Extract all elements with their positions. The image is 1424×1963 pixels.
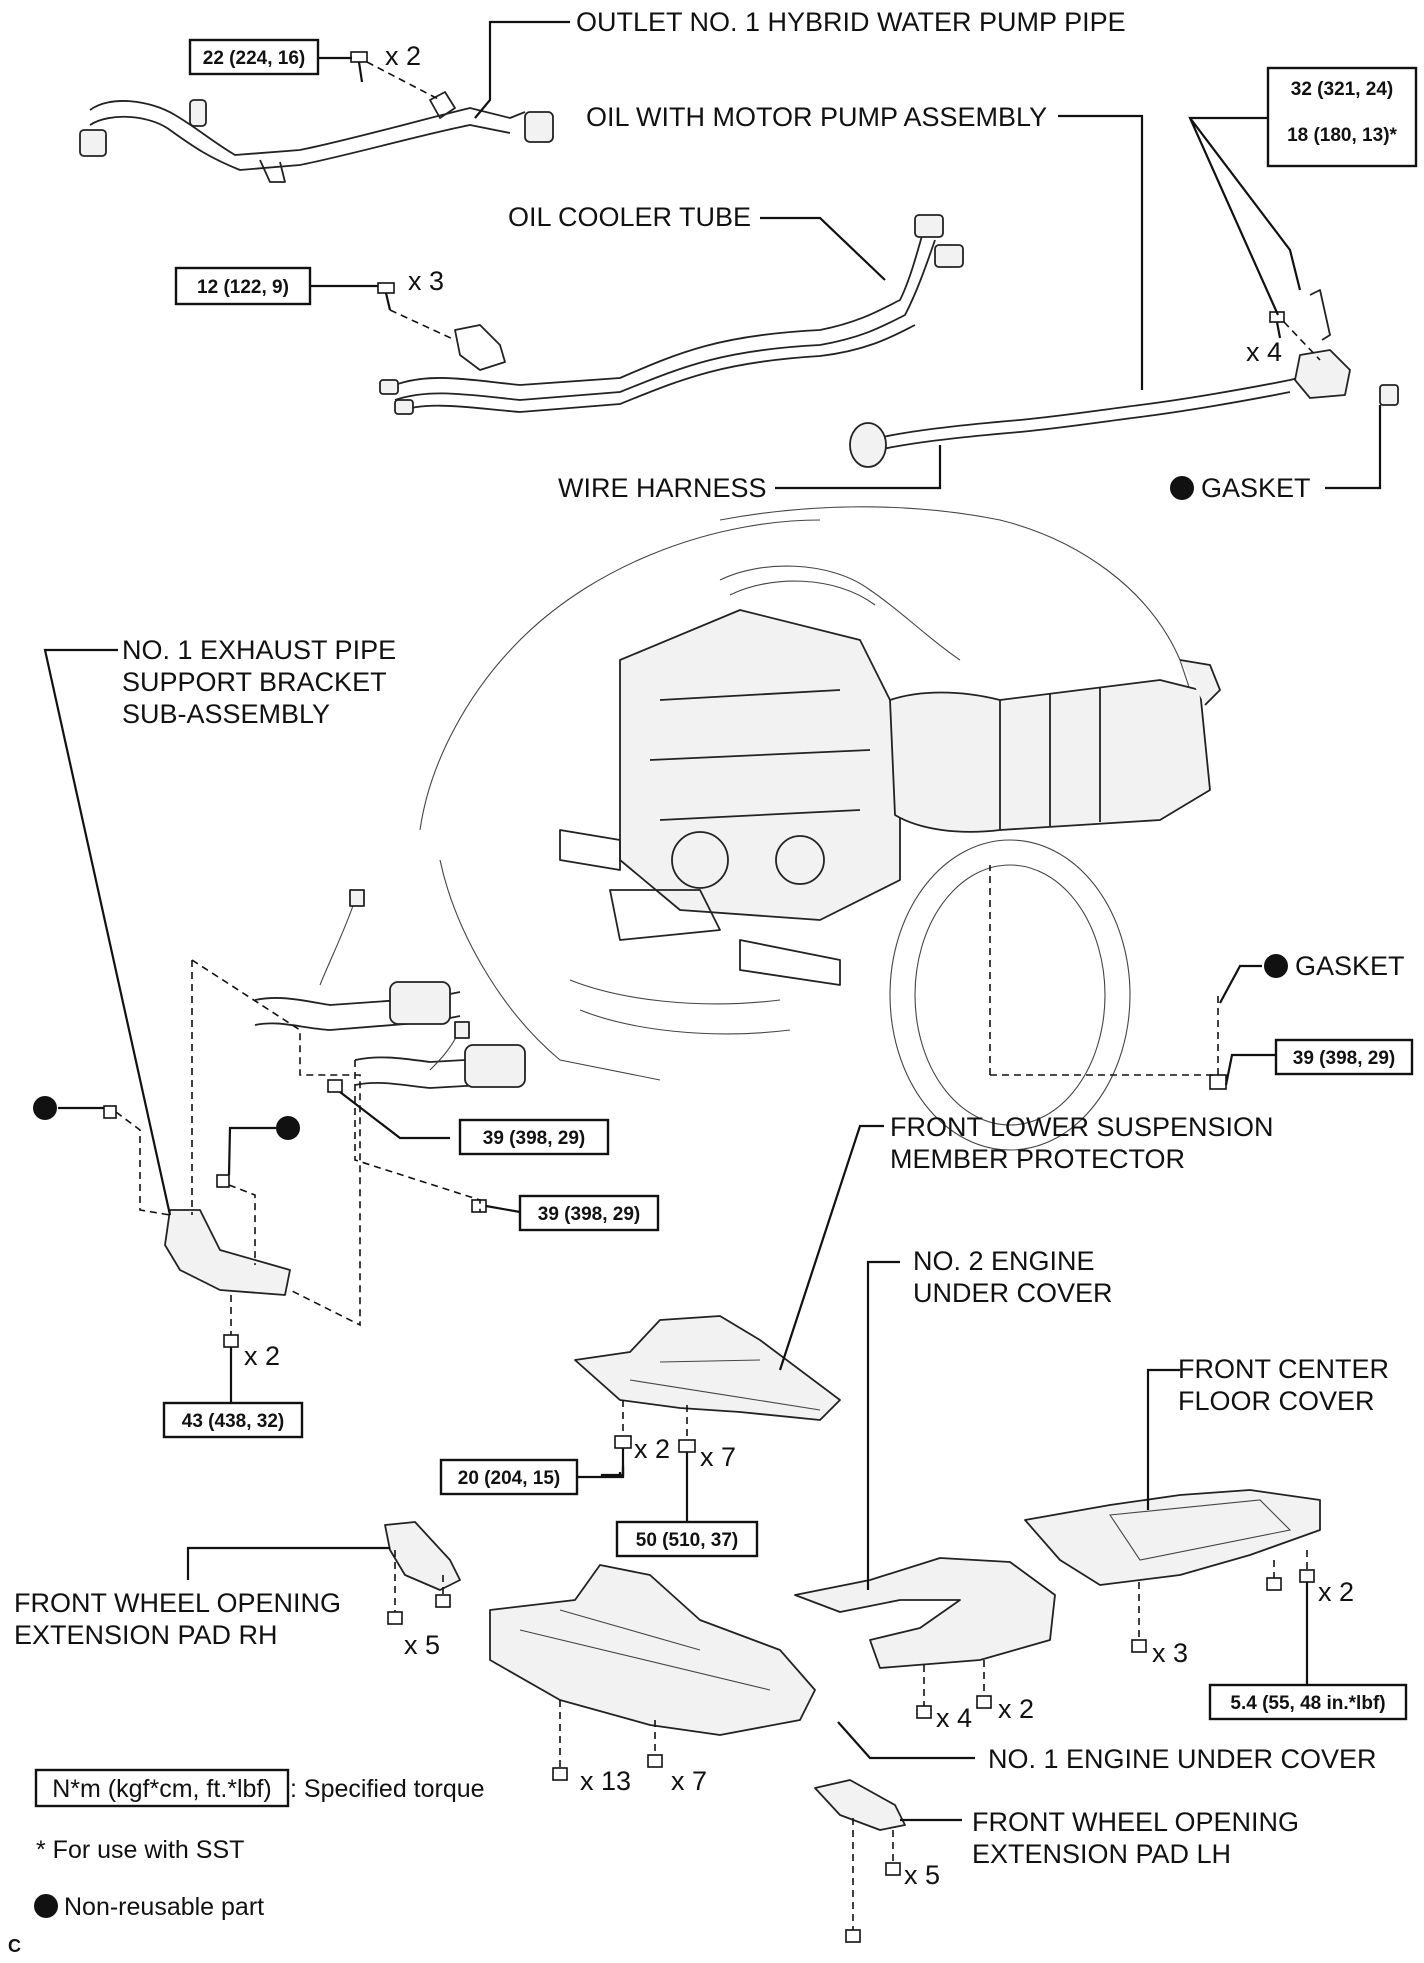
bolt-icons <box>103 51 1315 1943</box>
legend-torque-units: N*m (kgf*cm, ft.*lbf) <box>52 1775 271 1803</box>
count-bracket: x 2 <box>244 1341 280 1371</box>
torque-bracket-bolt: 43 (438, 32) <box>182 1411 284 1432</box>
outlet-water-pump-pipe-drawing <box>79 91 554 183</box>
engine-under-cover-1-drawing <box>489 1564 816 1736</box>
legend: N*m (kgf*cm, ft.*lbf) : Specified torque… <box>8 1768 485 1956</box>
suspension-protector-drawing <box>574 1315 841 1421</box>
leader-lines <box>43 20 1382 1822</box>
bolt-icon <box>435 1594 451 1608</box>
figure-code: C <box>8 1936 21 1956</box>
count-cover1-b: x 7 <box>671 1766 707 1796</box>
label-engine-cover2-2: UNDER COVER <box>913 1278 1113 1308</box>
bolt-icon <box>327 1079 343 1093</box>
quantity-labels: x 2 x 3 x 4 x 2 x 2 x 7 x 5 x 13 x 7 x 4… <box>244 41 1354 1890</box>
leader-protector-a <box>577 1465 625 1479</box>
torque-protector-bolt-b: 50 (510, 37) <box>636 1530 738 1551</box>
bolt-icon <box>1209 1074 1227 1090</box>
bolt-icon <box>845 1929 861 1943</box>
legend-torque-desc: : Specified torque <box>290 1775 485 1803</box>
bolt-icon <box>614 1435 632 1465</box>
label-susp-protector-1: FRONT LOWER SUSPENSION <box>890 1112 1274 1142</box>
bolt-icon <box>216 1174 230 1188</box>
nonreusable-dot-icon <box>1264 954 1288 978</box>
torque-outlet-bolt: 22 (224, 16) <box>203 48 305 69</box>
label-exhaust-bracket-3: SUB-ASSEMBLY <box>122 699 330 729</box>
count-cover2-b: x 2 <box>998 1694 1034 1724</box>
torque-cooler-bolt: 12 (122, 9) <box>197 277 289 298</box>
bolt-icon <box>1299 1569 1315 1583</box>
torque-floor-bolt: 5.4 (55, 48 in.*lbf) <box>1230 1693 1385 1714</box>
label-floor-cover-1: FRONT CENTER <box>1178 1354 1389 1384</box>
bolt-icon <box>1131 1639 1147 1653</box>
bolt-icon <box>678 1439 696 1468</box>
bolt-icon <box>976 1695 992 1709</box>
nonreusable-dot-icon <box>34 1894 58 1918</box>
label-outlet-pipe: OUTLET NO. 1 HYBRID WATER PUMP PIPE <box>576 7 1126 37</box>
torque-boxes: 22 (224, 16) 32 (321, 24) 18 (180, 13)* … <box>162 38 1418 1721</box>
count-protector-a: x 2 <box>634 1434 670 1464</box>
label-pad-rh-2: EXTENSION PAD RH <box>14 1620 278 1650</box>
label-exhaust-bracket-2: SUPPORT BRACKET <box>122 667 387 697</box>
bolt-icon <box>350 51 368 83</box>
count-floor-a: x 3 <box>1152 1638 1188 1668</box>
vehicle-engine-drawing <box>419 506 1221 1151</box>
bolt-icon <box>223 1334 239 1365</box>
label-exhaust-bracket-1: NO. 1 EXHAUST PIPE <box>122 635 396 665</box>
torque-pump-bolt-b: 18 (180, 13)* <box>1287 125 1397 146</box>
torque-exhaust-bolt-2: 39 (398, 29) <box>538 1204 640 1225</box>
exhaust-pipe-drawing <box>254 889 526 1089</box>
label-gasket-2: GASKET <box>1295 951 1405 981</box>
label-wire-harness: WIRE HARNESS <box>558 473 767 503</box>
label-pad-rh-1: FRONT WHEEL OPENING <box>14 1588 341 1618</box>
bolt-icon <box>552 1767 568 1781</box>
pad-lh-drawing <box>814 1779 906 1831</box>
label-engine-cover2-1: NO. 2 ENGINE <box>913 1246 1095 1276</box>
count-cooler: x 3 <box>408 266 444 296</box>
nonreusable-dot-icon <box>276 1116 300 1140</box>
count-floor-b: x 2 <box>1318 1577 1354 1607</box>
torque-exhaust-nut-r: 39 (398, 29) <box>1293 1048 1395 1069</box>
bolt-icon <box>885 1862 901 1876</box>
bolt-icon <box>377 282 395 311</box>
label-pad-lh-1: FRONT WHEEL OPENING <box>972 1807 1299 1837</box>
wire-harness-and-pump-drawing <box>849 289 1399 468</box>
torque-protector-bolt-a: 20 (204, 15) <box>458 1468 560 1489</box>
count-protector-b: x 7 <box>700 1442 736 1472</box>
label-floor-cover-2: FLOOR COVER <box>1178 1386 1375 1416</box>
nonreusable-dot-icon <box>33 1096 57 1120</box>
front-center-floor-cover-drawing <box>1024 1489 1321 1586</box>
label-oil-cooler-tube: OIL COOLER TUBE <box>508 202 751 232</box>
count-pump: x 4 <box>1246 337 1282 367</box>
legend-torque-box <box>34 1768 290 1808</box>
bolt-icon <box>1269 311 1285 339</box>
exhaust-bracket-drawing <box>164 1209 291 1296</box>
bolt-icon <box>103 1105 117 1119</box>
count-cover2-a: x 4 <box>936 1703 972 1733</box>
bolt-icon <box>471 1199 487 1213</box>
legend-nonreusable: Non-reusable part <box>64 1893 264 1921</box>
label-oil-pump: OIL WITH MOTOR PUMP ASSEMBLY <box>586 102 1047 132</box>
count-cover1-a: x 13 <box>580 1766 631 1796</box>
torque-exhaust-bolt-1: 39 (398, 29) <box>483 1128 585 1149</box>
nonreusable-dot-icon <box>1170 476 1194 500</box>
engine-under-cover-2-drawing <box>794 1557 1056 1669</box>
label-engine-cover1: NO. 1 ENGINE UNDER COVER <box>988 1744 1377 1774</box>
label-gasket: GASKET <box>1201 473 1311 503</box>
torque-pump-bolt-a: 32 (321, 24) <box>1291 79 1393 100</box>
label-pad-lh-2: EXTENSION PAD LH <box>972 1839 1231 1869</box>
bolt-icon <box>647 1754 663 1768</box>
pad-rh-drawing <box>384 1521 461 1591</box>
part-labels: OUTLET NO. 1 HYBRID WATER PUMP PIPE OIL … <box>14 7 1405 1869</box>
count-pad-lh: x 5 <box>904 1860 940 1890</box>
bolt-icon <box>1266 1577 1282 1591</box>
bolt-icon <box>387 1611 403 1625</box>
bolt-icon <box>916 1705 932 1719</box>
count-pad-rh: x 5 <box>404 1630 440 1660</box>
label-susp-protector-2: MEMBER PROTECTOR <box>890 1144 1185 1174</box>
legend-sst: * For use with SST <box>36 1836 244 1864</box>
dashed-guides <box>115 61 1321 1930</box>
oil-cooler-tube-drawing <box>379 214 964 415</box>
count-outlet: x 2 <box>385 41 421 71</box>
